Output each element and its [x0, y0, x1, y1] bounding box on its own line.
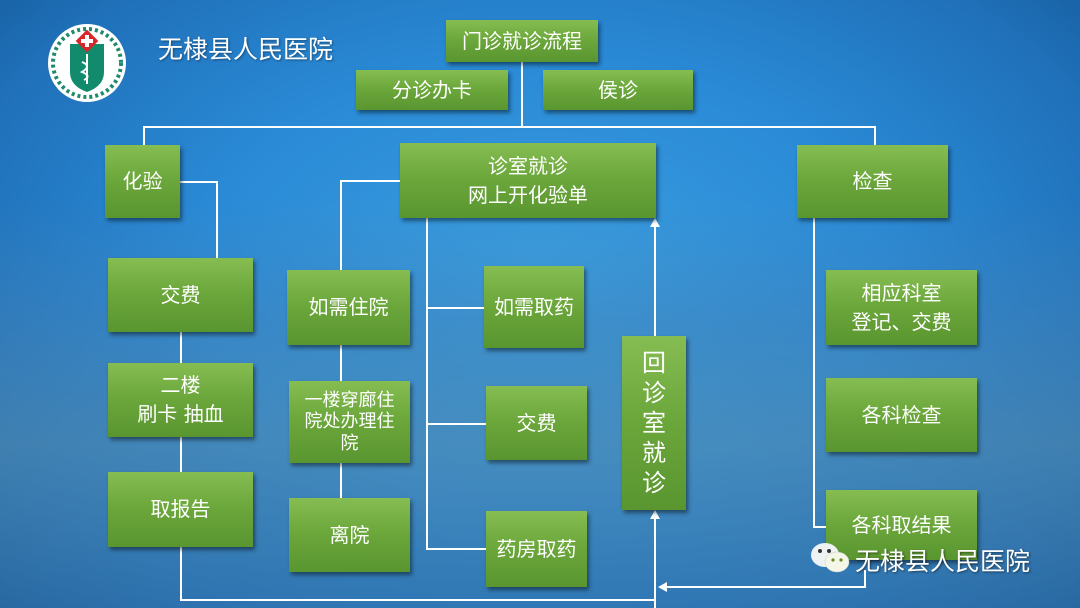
step-exam-do: 各科检查 [826, 378, 977, 452]
step-lab-pay: 交费 [108, 258, 253, 332]
connector [521, 62, 523, 127]
arrow-up-icon [650, 510, 660, 519]
arrow-up-icon [650, 218, 660, 227]
watermark-text: 无棣县人民医院 [855, 547, 1031, 576]
step-triage: 分诊办卡 [356, 70, 508, 110]
connector [143, 126, 876, 128]
step-lab: 化验 [105, 145, 180, 218]
connector [666, 586, 866, 588]
arrow-left-icon [658, 582, 667, 592]
step-waiting: 侯诊 [543, 70, 693, 110]
connector [813, 526, 827, 528]
connector [426, 307, 484, 309]
connector [864, 570, 866, 588]
connector [813, 218, 815, 528]
step-consult: 诊室就诊 网上开化验单 [400, 143, 656, 218]
connector [143, 126, 145, 146]
connector [426, 423, 486, 425]
connector [426, 548, 486, 550]
step-discharge: 离院 [289, 498, 410, 572]
connector [180, 332, 182, 600]
connector [340, 180, 400, 182]
connector [874, 126, 876, 146]
step-exam: 检查 [797, 145, 948, 218]
step-lab-draw: 二楼 刷卡 抽血 [108, 363, 253, 437]
connector [216, 181, 218, 259]
connector [654, 226, 656, 336]
connector [654, 518, 656, 608]
step-lab-report: 取报告 [108, 472, 253, 547]
step-pharmacy: 药房取药 [486, 511, 587, 587]
step-admit-process: 一楼穿廊住 院处办理住 院 [289, 381, 410, 463]
hospital-name: 无棣县人民医院 [158, 35, 334, 64]
step-medicine: 如需取药 [484, 266, 584, 348]
wechat-icon [808, 540, 854, 576]
connector [426, 218, 428, 549]
step-return: 回 诊 室 就 诊 [622, 336, 686, 510]
connector [180, 181, 218, 183]
hospital-logo [48, 24, 126, 102]
connector [180, 599, 656, 601]
connector [340, 180, 342, 270]
step-admit: 如需住院 [287, 270, 410, 345]
step-exam-register: 相应科室 登记、交费 [826, 270, 977, 345]
step-start: 门诊就诊流程 [446, 20, 598, 62]
step-exam-result: 各科取结果 [826, 490, 977, 560]
step-med-pay: 交费 [486, 386, 587, 460]
